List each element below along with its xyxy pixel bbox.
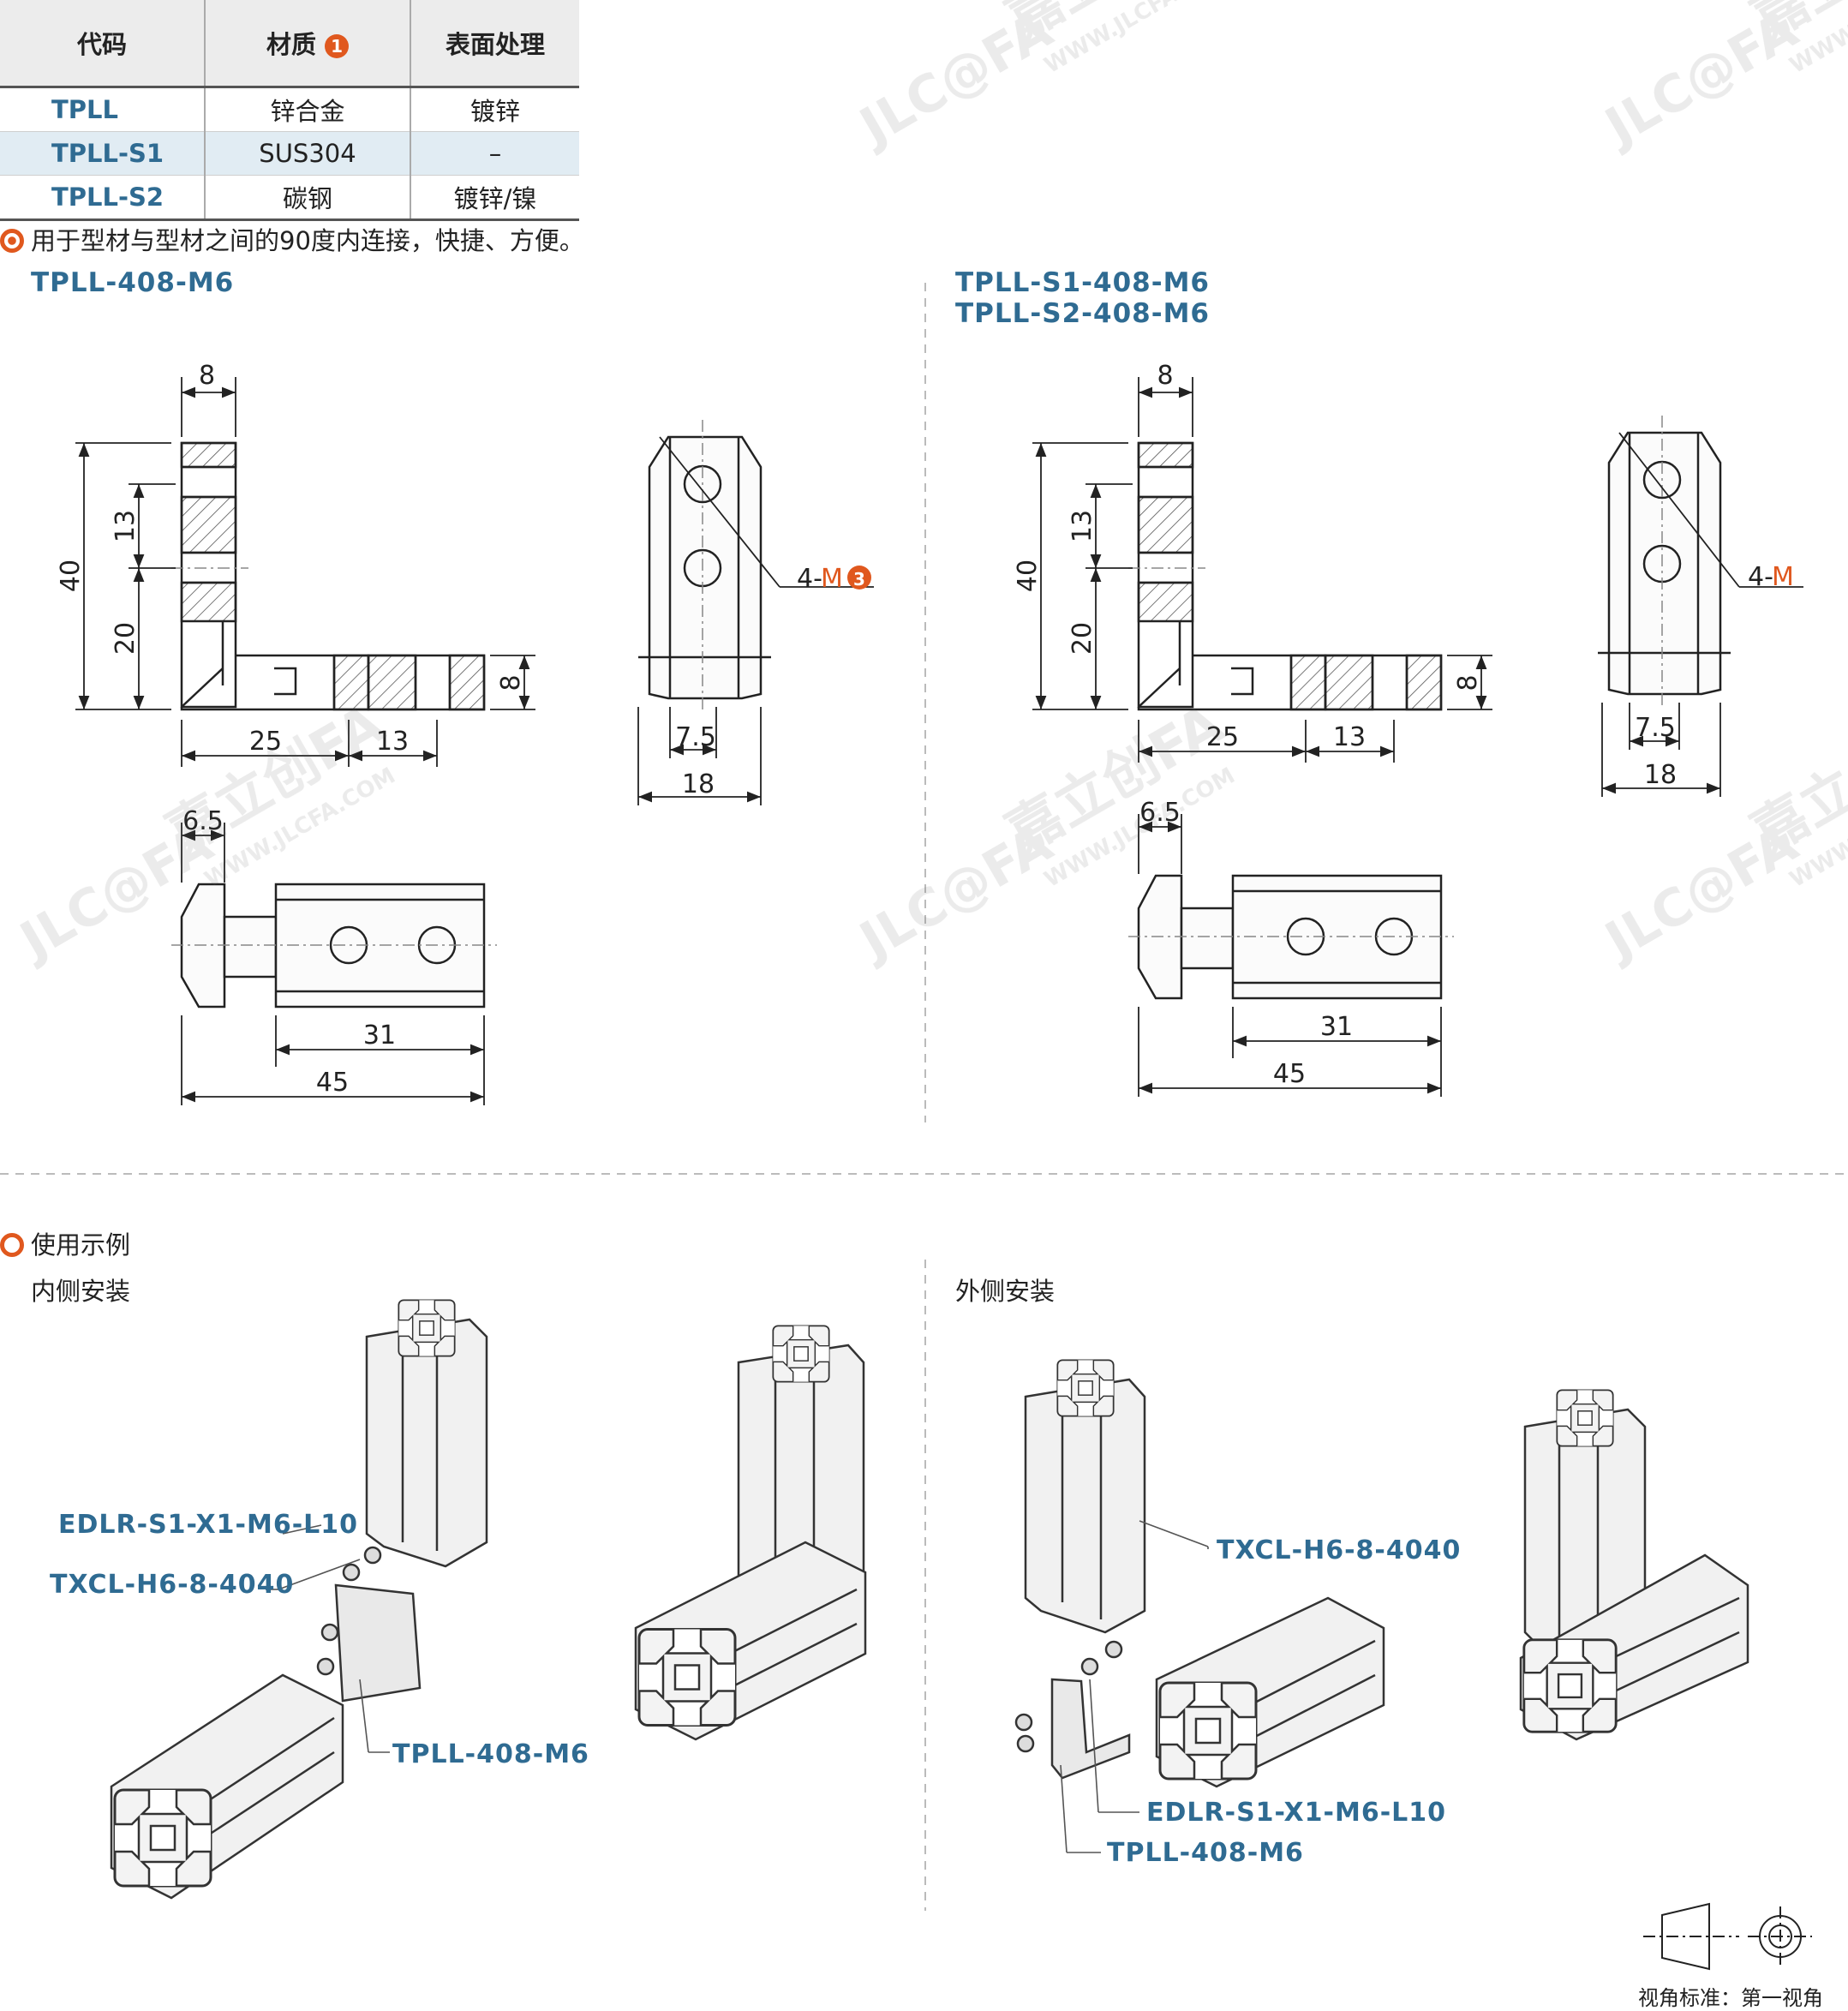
- right-model-title-s1: TPLL-S1-408-M6: [955, 267, 1210, 298]
- dim-8: 8: [199, 361, 215, 391]
- inner-label-txcl: TXCL-H6-8-4040: [50, 1570, 295, 1600]
- dim-25: 25: [1206, 722, 1239, 752]
- material-badge: 1: [325, 34, 350, 58]
- left-top-view: [171, 883, 497, 1008]
- dim-20: 20: [1068, 622, 1097, 655]
- row-finish: 镀锌/镍: [410, 175, 579, 220]
- row-finish: 镀锌: [410, 87, 579, 132]
- watermarks: JLC@FA 嘉立创FA WWW.JLCFA.COM JLC@FA 嘉立创FA …: [8, 0, 1848, 973]
- table-row: TPLL 锌合金 镀锌: [0, 87, 579, 132]
- projection-symbol: [1643, 1902, 1812, 1971]
- table-row: TPLL-S2 碳钢 镀锌/镍: [0, 175, 579, 220]
- inner-label-tpll: TPLL-408-M6: [392, 1739, 589, 1769]
- left-side-view: [171, 441, 486, 711]
- dim-13b: 13: [1333, 722, 1366, 752]
- dim-8: 8: [1157, 361, 1173, 391]
- dim-20: 20: [111, 622, 141, 655]
- left-top-dim-labels: 6.5 31 45: [182, 806, 396, 1098]
- usage-title-text: 使用示例: [31, 1230, 131, 1260]
- usage-title: 使用示例: [0, 1225, 130, 1261]
- dim-8b: 8: [496, 674, 526, 691]
- row-material: 碳钢: [205, 175, 411, 220]
- bullet-icon: [0, 229, 24, 253]
- row-material: SUS304: [205, 131, 411, 176]
- header-material-label: 材质: [266, 30, 316, 59]
- left-front-dim-labels: 7.5 18 4- M 3: [675, 564, 871, 799]
- watermark-cn: 嘉立创FA: [1742, 692, 1848, 866]
- dim-13: 13: [1068, 510, 1097, 542]
- dim-8b: 8: [1453, 674, 1483, 691]
- table-row: TPLL-S1 SUS304 –: [0, 131, 579, 176]
- row-material: 锌合金: [205, 87, 411, 132]
- left-front-view: [638, 420, 874, 711]
- left-front-dims: [637, 707, 762, 805]
- dim-31: 31: [363, 1020, 396, 1050]
- feature-note-text: 用于型材与型材之间的90度内连接，快捷、方便。: [31, 226, 584, 255]
- projection-standard: 视角标准：第一视角: [1638, 1986, 1823, 2010]
- dim-7-5: 7.5: [675, 722, 716, 752]
- dim-40: 40: [56, 560, 86, 592]
- left-top-dims: [181, 823, 485, 1105]
- thread-m: M: [821, 564, 843, 594]
- left-model-title: TPLL-408-M6: [31, 267, 235, 298]
- dim-6-5: 6.5: [1139, 798, 1181, 828]
- inner-assembled-illustration: [634, 1324, 867, 1741]
- dim-7-5: 7.5: [1635, 713, 1676, 743]
- thread-m: M: [1772, 562, 1794, 592]
- right-side-dim-labels: 8 40 13 20 25 13 8: [1013, 361, 1483, 752]
- outer-assembled-illustration: [1519, 1388, 1749, 1741]
- outer-label-tpll: TPLL-408-M6: [1107, 1838, 1304, 1868]
- thread-prefix: 4-: [1748, 562, 1773, 592]
- left-side-dim-labels: 8 40 13 20 25 13 8: [56, 361, 526, 757]
- right-front-dim-labels: 7.5 18 4- M: [1635, 562, 1794, 790]
- inner-label-edlr: EDLR-S1-X1-M6-L10: [58, 1510, 359, 1540]
- row-code: TPLL: [0, 87, 206, 132]
- outer-install-label: 外侧安装: [955, 1277, 1056, 1306]
- dim-6-5: 6.5: [182, 806, 224, 836]
- spec-table: 代码 材质 1 表面处理 TPLL 锌合金 镀锌 TPLL-S1 SUS304 …: [0, 0, 579, 221]
- header-material: 材质 1: [205, 0, 411, 87]
- right-top-dim-labels: 6.5 31 45: [1139, 798, 1353, 1089]
- right-side-dims: [1032, 377, 1492, 763]
- outer-label-edlr: EDLR-S1-X1-M6-L10: [1146, 1798, 1447, 1828]
- header-finish: 表面处理: [410, 0, 579, 87]
- right-top-view: [1128, 874, 1454, 1000]
- right-top-dims: [1138, 814, 1442, 1097]
- thread-badge-circle: [847, 566, 871, 590]
- header-code: 代码: [0, 0, 206, 87]
- section-bullet-icon: [0, 1233, 24, 1257]
- row-finish: –: [410, 131, 579, 176]
- feature-note: 用于型材与型材之间的90度内连接，快捷、方便。: [0, 221, 584, 257]
- right-model-title-s2: TPLL-S2-408-M6: [955, 298, 1210, 329]
- dim-13: 13: [111, 510, 141, 542]
- row-code: TPLL-S1: [0, 131, 206, 176]
- dim-31: 31: [1320, 1012, 1353, 1042]
- row-code: TPLL-S2: [0, 175, 206, 220]
- thread-prefix: 4-: [797, 564, 822, 594]
- right-front-view: [1598, 416, 1803, 707]
- thread-badge: 3: [853, 569, 865, 590]
- dim-40: 40: [1013, 560, 1043, 592]
- dim-18: 18: [682, 769, 715, 799]
- right-side-view: [1128, 441, 1443, 711]
- inner-exploded-illustration: [110, 1298, 488, 1900]
- outer-exploded-illustration: [1014, 1358, 1385, 1853]
- right-model-titles: TPLL-S1-408-M6 TPLL-S2-408-M6: [955, 267, 1210, 329]
- dim-13b: 13: [376, 727, 409, 757]
- dim-18: 18: [1644, 760, 1677, 790]
- dim-45: 45: [316, 1068, 349, 1098]
- right-front-dims: [1601, 703, 1721, 797]
- dim-25: 25: [249, 727, 282, 757]
- left-side-dims: [75, 377, 535, 767]
- inner-install-label: 内侧安装: [31, 1277, 131, 1306]
- dim-45: 45: [1273, 1059, 1306, 1089]
- outer-label-txcl: TXCL-H6-8-4040: [1217, 1535, 1462, 1565]
